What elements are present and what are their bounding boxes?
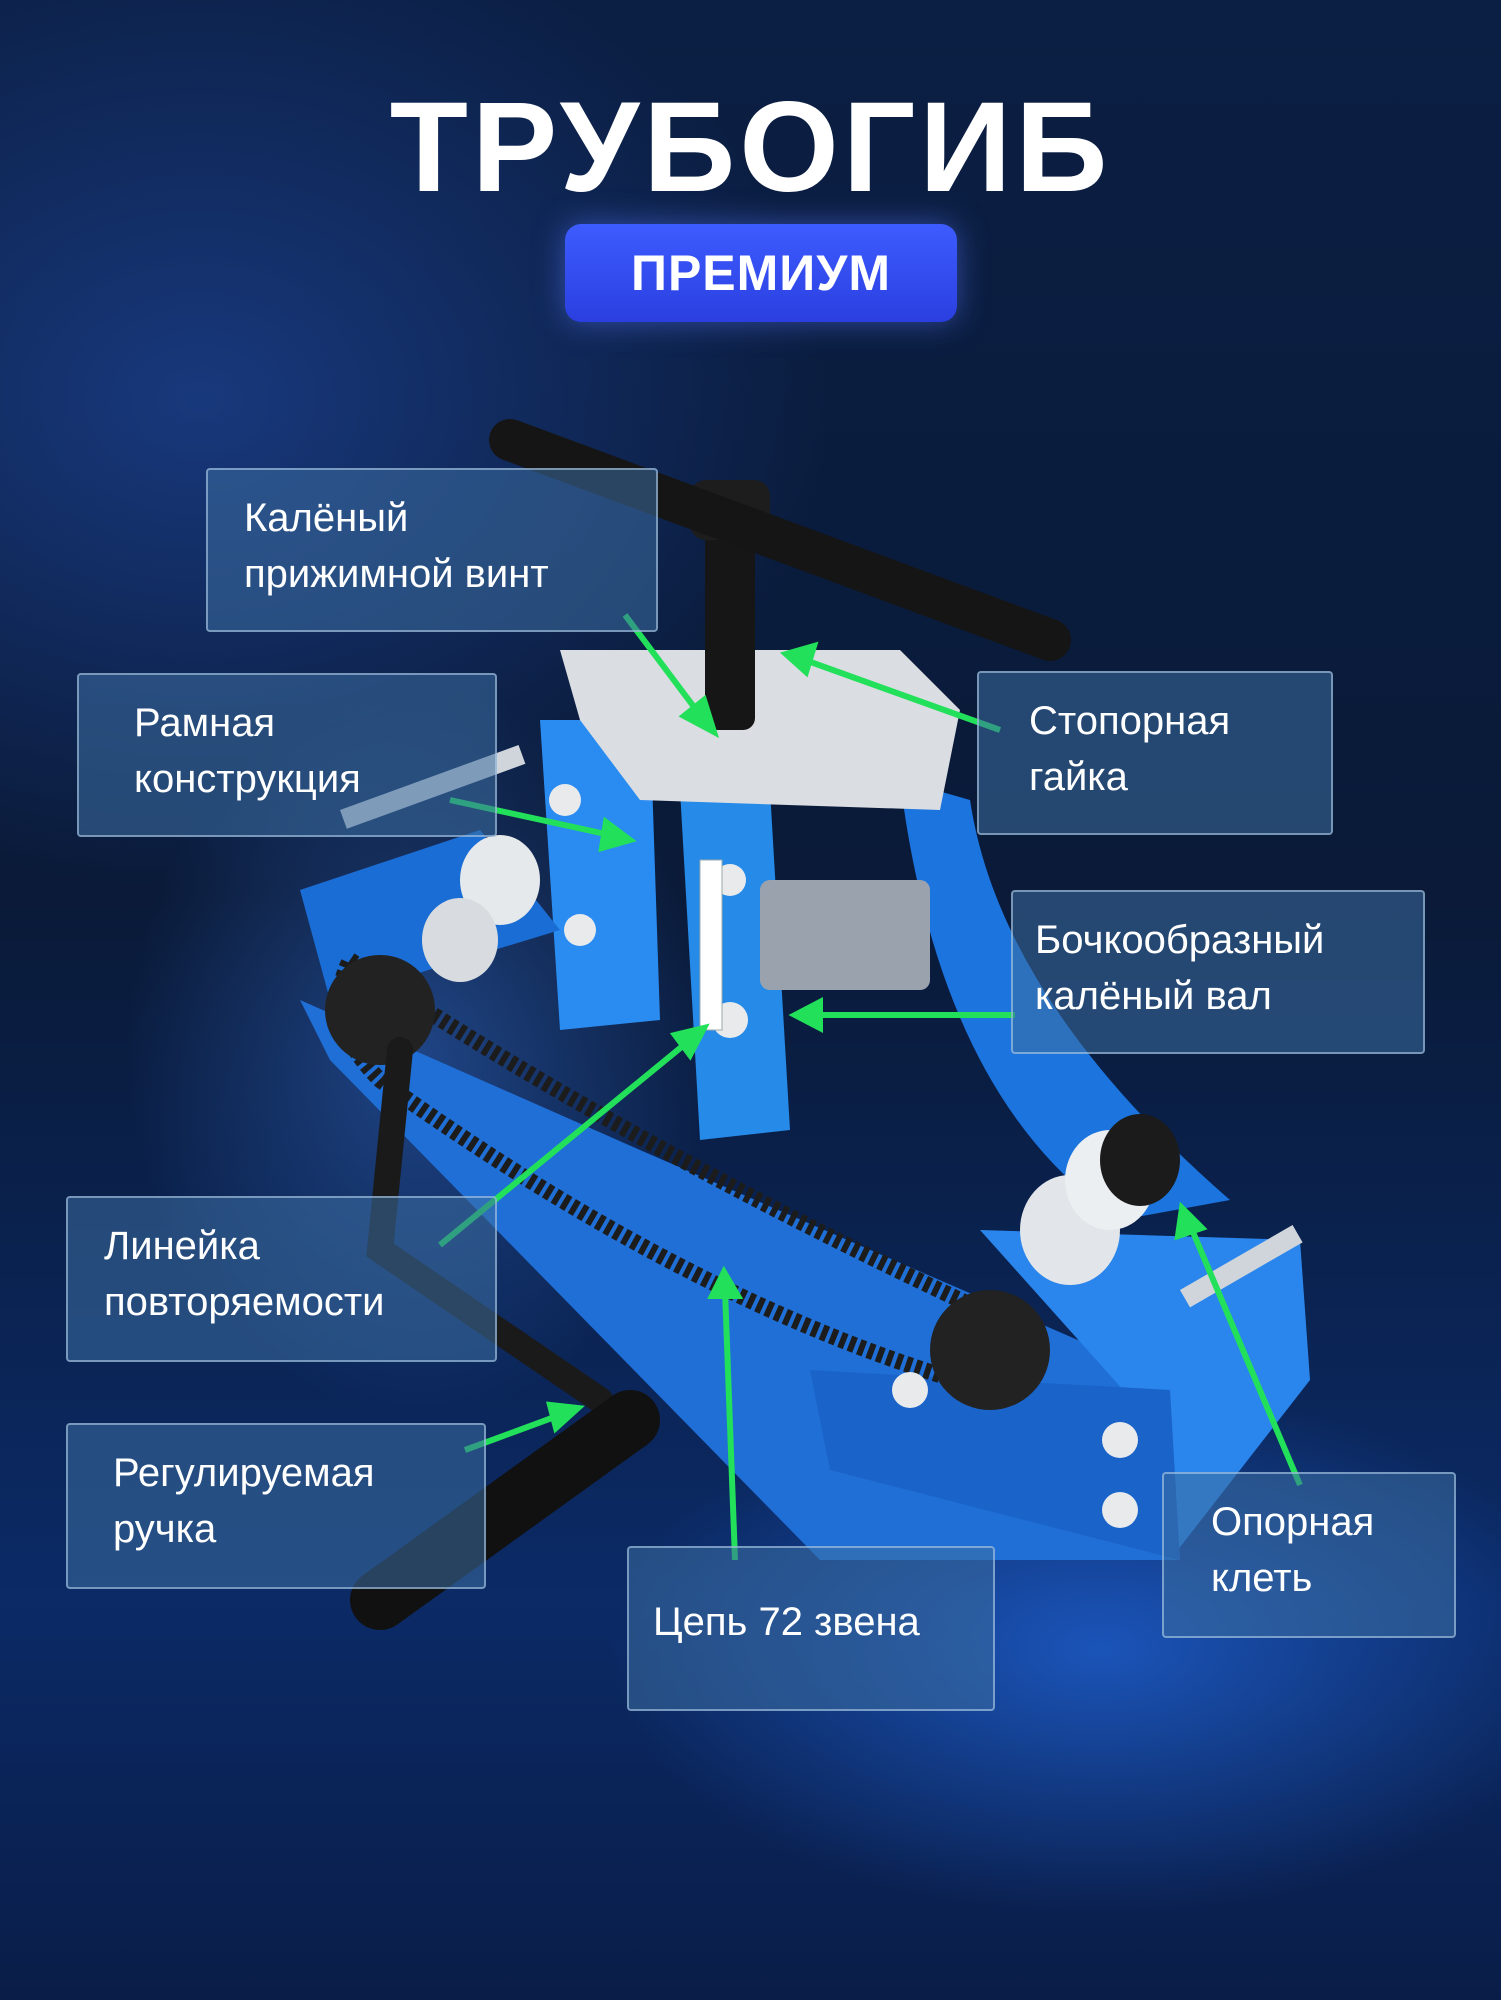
press-block <box>560 650 960 810</box>
right-rod <box>1179 1225 1303 1308</box>
press-screw <box>705 520 755 730</box>
page-title: ТРУБОГИБ <box>389 76 1112 219</box>
arrow-head <box>779 641 819 678</box>
premium-badge: ПРЕМИУМ <box>565 224 957 322</box>
label-chain: Цепь 72 звена <box>627 1546 995 1711</box>
label-barrel-shaft: Бочкообразный калёный вал <box>1011 890 1425 1054</box>
arrow-head <box>598 816 637 853</box>
arrow-head <box>1174 1201 1208 1241</box>
arrow-head <box>546 1401 585 1434</box>
arrow-support-cage <box>1187 1223 1303 1487</box>
sprocket-right <box>930 1290 1050 1410</box>
sprocket-left <box>325 955 435 1065</box>
left-roller-upper <box>460 835 540 925</box>
arch-plate <box>900 780 1230 1220</box>
ruler-part <box>699 859 723 1031</box>
label-handle: Регулируемая ручка <box>66 1423 486 1589</box>
support-cage-side <box>810 1370 1180 1560</box>
arrow-chain <box>722 1289 738 1561</box>
bolt <box>549 784 581 816</box>
label-lock-nut: Стопорная гайка <box>977 671 1333 835</box>
bolt <box>1102 1492 1138 1528</box>
bolt <box>564 914 596 946</box>
arrow-lock-nut <box>803 657 1002 733</box>
bolt <box>1102 1422 1138 1458</box>
label-frame: Рамная конструкция <box>77 673 497 837</box>
label-support-cage: Опорная клеть <box>1162 1472 1456 1638</box>
bolt <box>892 1372 928 1408</box>
label-ruler: Линейка повторяемости <box>66 1196 497 1362</box>
left-roller-lower <box>422 898 498 982</box>
arrow-head <box>669 1023 710 1061</box>
chain <box>332 948 1018 1399</box>
arrow-head <box>707 1265 744 1299</box>
right-knob <box>1100 1114 1180 1206</box>
inner-roller <box>760 880 930 990</box>
arrow-head <box>678 694 720 739</box>
label-press-screw: Калёный прижимной винт <box>206 468 658 632</box>
arrow-head <box>788 997 823 1033</box>
